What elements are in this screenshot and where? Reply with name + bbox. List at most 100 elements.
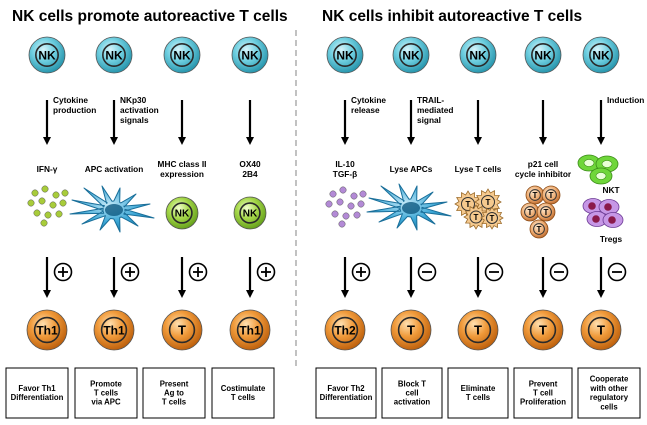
nk-cell-icon: NK: [392, 36, 430, 74]
nk-mhc-icon: NK: [165, 196, 199, 230]
small-t-body: [536, 202, 556, 222]
cell-nucleus: [464, 316, 492, 344]
small-t-label: T: [537, 225, 542, 234]
small-t-cell-icon: T: [529, 219, 549, 239]
cytokine-dot: [331, 210, 339, 218]
lysed-cell-nucleus: [486, 212, 498, 224]
cytokine-dot: [339, 186, 347, 194]
cytokine-dot: [31, 189, 39, 197]
plus-sign-icon: [120, 262, 140, 282]
cell-outer: [28, 36, 66, 74]
plus-sign-icon: [188, 262, 208, 282]
minus-sign-icon: [484, 262, 504, 282]
cytokine-dot: [338, 220, 346, 228]
cytokine-dot: [52, 191, 60, 199]
outcome-box: [513, 367, 573, 419]
apc-cell-icon: [366, 183, 452, 231]
cell-label: NK: [243, 209, 258, 220]
nk-cell-icon: NK: [459, 36, 497, 74]
nk-costim-icon: NK: [233, 196, 267, 230]
small-t-label: T: [549, 191, 554, 200]
cell-outer: [457, 309, 499, 351]
lysed-t-cell-icon: T: [463, 204, 489, 230]
mediator-label: IFN-γ: [37, 164, 58, 174]
cell-outer: [326, 36, 364, 74]
apc-nucleus: [402, 202, 420, 214]
minus-sign-icon: [549, 262, 569, 282]
cytokine-dot: [325, 200, 333, 208]
minus-sign-icon: [607, 262, 627, 282]
lysed-t-cell-icon: T: [480, 206, 504, 230]
cytokine-dots-icon: [27, 185, 69, 227]
cell-outer: [580, 309, 622, 351]
left-title: NK cells promote autoreactive T cells: [12, 8, 288, 25]
cell-label: Th1: [36, 323, 58, 337]
cell-nucleus: [397, 316, 425, 344]
small-t-body: [529, 219, 549, 239]
treg-cell-nucleus: [604, 203, 612, 211]
cell-label: NK: [534, 48, 552, 62]
cell-label: NK: [592, 48, 610, 62]
cell-outer: [93, 309, 135, 351]
cell-outer: [95, 36, 133, 74]
cell-outer: [522, 309, 564, 351]
cell-label: NK: [175, 209, 190, 220]
cell-nucleus: [331, 316, 359, 344]
cell-outer: [161, 309, 203, 351]
cell-nucleus: [529, 316, 557, 344]
cell-outer: [26, 309, 68, 351]
treg-cell-nucleus: [608, 216, 616, 224]
cell-nucleus: [239, 202, 261, 224]
cell-label: NK: [38, 48, 56, 62]
mediator-label: Lyse APCs: [390, 164, 433, 174]
cytokine-dot: [44, 211, 52, 219]
lysed-cell-label: T: [474, 213, 479, 222]
lysed-cell-label: T: [490, 214, 495, 223]
small-t-nucleus: [545, 189, 557, 201]
outcome-box: [142, 367, 206, 419]
treg-cell-nucleus: [592, 215, 600, 223]
cell-label: T: [597, 323, 605, 338]
cytokine-dot: [27, 199, 35, 207]
lysed-cell-label: T: [466, 200, 471, 209]
cytokine-dot: [33, 209, 41, 217]
cell-outer: [324, 309, 366, 351]
outcome-box: [381, 367, 443, 419]
nk-cell-icon: NK: [95, 36, 133, 74]
cell-label: Th1: [103, 323, 125, 337]
target-t-cell-icon: Th1: [229, 309, 271, 351]
cell-label: NK: [402, 48, 420, 62]
outcome-box: [74, 367, 138, 419]
cell-label: Th2: [334, 323, 356, 337]
right-title: NK cells inhibit autoreactive T cells: [322, 8, 582, 25]
cell-outer: [163, 36, 201, 74]
apc-nucleus: [105, 204, 123, 216]
cytokine-dot: [38, 197, 46, 205]
cell-nucleus: [589, 43, 613, 67]
cell-outer: [233, 196, 267, 230]
nkt-cell-nucleus: [601, 160, 613, 168]
target-t-cell-icon: T: [522, 309, 564, 351]
treg-cell-nucleus: [588, 202, 596, 210]
cytokine-dot: [353, 211, 361, 219]
cell-outer: [229, 309, 271, 351]
small-t-cell-icon: T: [525, 185, 545, 205]
nk-cell-icon: NK: [163, 36, 201, 74]
small-t-nucleus: [529, 189, 541, 201]
nk-cell-icon: NK: [28, 36, 66, 74]
cell-nucleus: [466, 43, 490, 67]
cell-outer: [582, 36, 620, 74]
